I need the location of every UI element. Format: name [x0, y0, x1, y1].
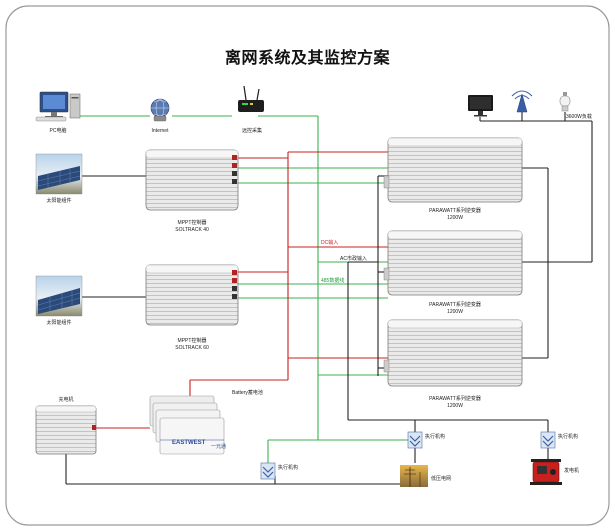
rs485-label: 485数据线	[321, 278, 345, 284]
antenna-icon	[511, 90, 533, 113]
generator-image	[530, 459, 562, 485]
solar-panel-1-image	[35, 153, 83, 195]
inverter-1	[383, 137, 523, 203]
remote-monitor-icon	[238, 85, 264, 112]
inverter-2-power-label: 1200W	[447, 309, 463, 315]
pc-label: PC电脑	[49, 128, 67, 134]
mppt-controller-1	[145, 149, 239, 211]
actuator-2-label: 执行机构	[558, 434, 579, 440]
data-lines	[80, 115, 415, 463]
inverter-3	[383, 319, 523, 387]
solar-2-label: 太阳能组件	[46, 320, 72, 326]
solar-panel-2-image	[35, 275, 83, 317]
battery-tag-text: 一元通	[211, 444, 227, 450]
remote-monitor-label: 远控采集	[241, 128, 263, 134]
actuator-3-label: 执行机构	[278, 465, 299, 471]
inverter-3-power-label: 1200W	[447, 403, 463, 409]
tv-icon	[468, 95, 493, 117]
actuator-1-icon	[407, 431, 423, 449]
ac-input-label: AC市政输入	[340, 256, 367, 262]
actuator-3-icon	[260, 462, 276, 480]
inverter-1-power-label: 1200W	[447, 215, 463, 221]
dc-lines	[96, 151, 388, 429]
mppt-1-model-label: MPPT控制器	[177, 220, 207, 226]
charger-label: 充电机	[58, 397, 74, 403]
mppt-2-series-label: SOLTRACK 60	[175, 345, 209, 351]
mppt-2-model-label: MPPT控制器	[177, 338, 207, 344]
outer-frame	[5, 5, 610, 526]
power-grid-image	[400, 465, 428, 487]
internet-label: Internet	[151, 128, 169, 134]
inverter-2-model-label: PARAWATT系列逆变器	[429, 302, 481, 308]
grid-label: 低压电网	[431, 476, 452, 482]
inverter-2	[383, 230, 523, 296]
actuator-2-icon	[540, 431, 556, 449]
mppt-controller-2	[145, 264, 239, 326]
diagram-title: 离网系统及其监控方案	[224, 50, 390, 67]
lamp-icon	[559, 92, 571, 112]
actuator-1-label: 执行机构	[425, 434, 446, 440]
pc-icon	[35, 91, 81, 122]
solar-1-label: 太阳能组件	[46, 198, 72, 204]
internet-icon	[150, 98, 170, 122]
inverter-3-model-label: PARAWATT系列逆变器	[429, 396, 481, 402]
charger-device	[35, 405, 97, 455]
battery-bank-image	[149, 395, 225, 455]
load-label: 3600W负载	[566, 114, 592, 120]
generator-label: 发电机	[564, 468, 580, 474]
battery-label: Battery蓄电池	[232, 390, 263, 396]
dc-input-label: DC输入	[321, 240, 339, 246]
battery-brand-text: EASTWEST	[172, 440, 206, 446]
inverter-1-model-label: PARAWATT系列逆变器	[429, 208, 481, 214]
mppt-1-series-label: SOLTRACK 40	[175, 227, 209, 233]
